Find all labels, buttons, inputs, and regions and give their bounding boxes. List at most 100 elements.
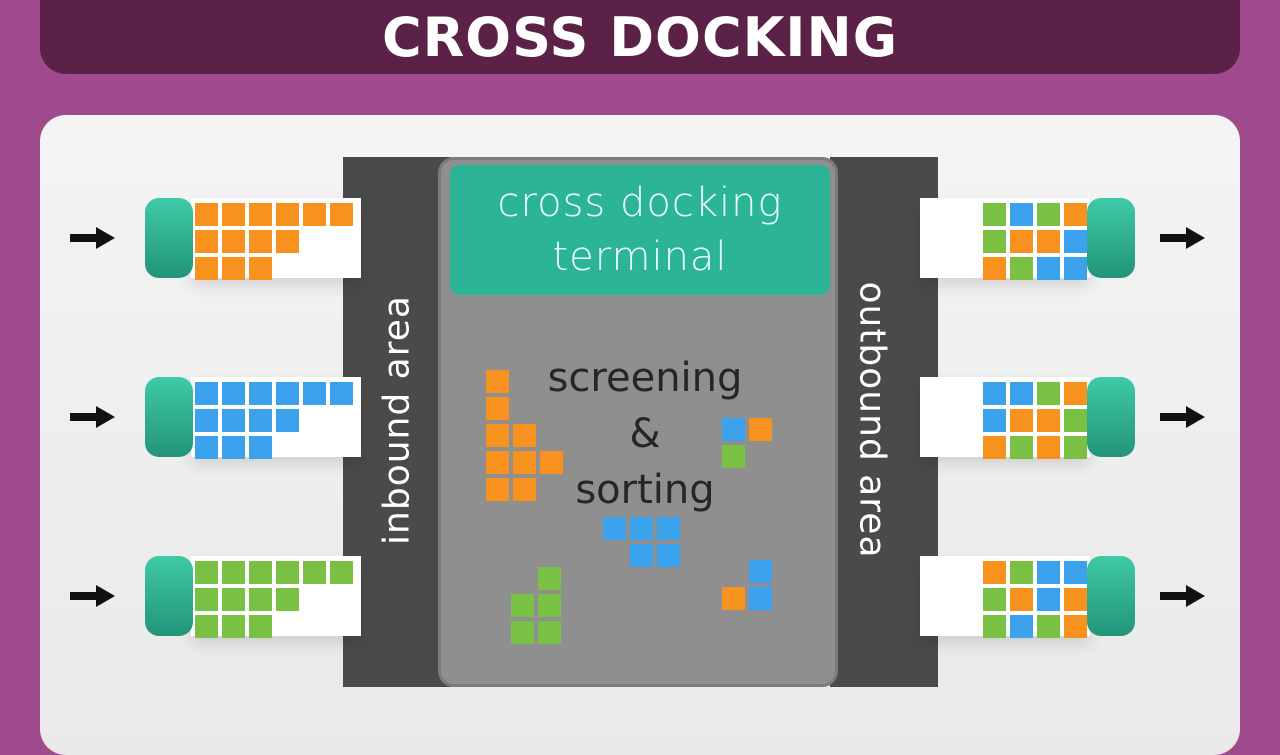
pallet-box <box>1064 409 1087 432</box>
pallet-box <box>1037 257 1060 280</box>
sorting-label-line1: screening <box>547 355 743 401</box>
pallet-box <box>222 615 245 638</box>
inbound-area-wall <box>343 157 451 687</box>
pallet-box <box>276 409 299 432</box>
truck-cab <box>145 198 193 278</box>
pallet-box <box>1064 615 1087 638</box>
pallet-box <box>330 203 353 226</box>
pallet-box <box>195 257 218 280</box>
sorting-pallet-box <box>603 517 626 540</box>
sorting-pallet-box <box>538 594 561 617</box>
pallet-box <box>983 203 1006 226</box>
pallet-box <box>222 588 245 611</box>
sorting-label-line3: sorting <box>575 467 715 513</box>
title-banner: CROSS DOCKING <box>40 0 1240 74</box>
inbound-arrow-icon <box>70 227 115 249</box>
sorting-pallet-box <box>749 587 772 610</box>
pallet-box <box>1010 436 1033 459</box>
pallet-box <box>983 409 1006 432</box>
sorting-pallet-box <box>749 560 772 583</box>
pallet-box <box>222 409 245 432</box>
pallet-box <box>1037 588 1060 611</box>
pallet-box <box>983 382 1006 405</box>
truck-cab <box>1087 556 1135 636</box>
truck-cab <box>145 377 193 457</box>
pallet-box <box>1010 588 1033 611</box>
pallet-box <box>1037 409 1060 432</box>
pallet-box <box>249 561 272 584</box>
pallet-box <box>1010 561 1033 584</box>
sorting-pallet-box <box>486 370 509 393</box>
pallet-box <box>195 382 218 405</box>
pallet-box <box>195 615 218 638</box>
pallet-box <box>276 203 299 226</box>
pallet-box <box>1037 203 1060 226</box>
pallet-box <box>276 561 299 584</box>
pallet-box <box>249 382 272 405</box>
pallet-box <box>195 436 218 459</box>
pallet-box <box>1064 588 1087 611</box>
pallet-box <box>303 203 326 226</box>
pallet-box <box>1064 203 1087 226</box>
pallet-box <box>1037 615 1060 638</box>
truck-cab <box>1087 198 1135 278</box>
pallet-box <box>249 615 272 638</box>
sorting-pallet-box <box>486 397 509 420</box>
sorting-pallet-box <box>486 478 509 501</box>
pallet-box <box>1064 436 1087 459</box>
pallet-box <box>222 203 245 226</box>
pallet-box <box>1010 230 1033 253</box>
sorting-pallet-box <box>630 544 653 567</box>
pallet-box <box>249 257 272 280</box>
sorting-pallet-box <box>722 587 745 610</box>
pallet-box <box>303 382 326 405</box>
pallet-box <box>1037 436 1060 459</box>
pallet-box <box>983 230 1006 253</box>
pallet-box <box>983 436 1006 459</box>
sorting-pallet-box <box>513 451 536 474</box>
pallet-box <box>222 230 245 253</box>
outbound-arrow-icon <box>1160 406 1205 428</box>
truck-cab <box>145 556 193 636</box>
sorting-pallet-box <box>749 418 772 441</box>
pallet-box <box>195 561 218 584</box>
outbound-area-label: outbound area <box>851 281 893 559</box>
sorting-pallet-box <box>657 544 680 567</box>
terminal-label-line2: terminal <box>552 234 728 280</box>
pallet-box <box>195 588 218 611</box>
page-title: CROSS DOCKING <box>381 5 899 69</box>
sorting-pallet-box <box>511 621 534 644</box>
inbound-area-label: inbound area <box>376 295 418 545</box>
pallet-box <box>983 615 1006 638</box>
pallet-box <box>1010 382 1033 405</box>
pallet-box <box>1010 615 1033 638</box>
pallet-box <box>249 436 272 459</box>
sorting-pallet-box <box>486 424 509 447</box>
pallet-box <box>195 409 218 432</box>
sorting-pallet-box <box>486 451 509 474</box>
outbound-arrow-icon <box>1160 585 1205 607</box>
pallet-box <box>330 382 353 405</box>
pallet-box <box>276 382 299 405</box>
sorting-pallet-box <box>538 567 561 590</box>
sorting-pallet-box <box>540 451 563 474</box>
pallet-box <box>330 561 353 584</box>
inbound-arrow-icon <box>70 585 115 607</box>
pallet-box <box>1064 257 1087 280</box>
inbound-arrow-icon <box>70 406 115 428</box>
pallet-box <box>303 561 326 584</box>
pallet-box <box>195 230 218 253</box>
pallet-box <box>1064 382 1087 405</box>
pallet-box <box>1064 561 1087 584</box>
pallet-box <box>1010 257 1033 280</box>
pallet-box <box>249 409 272 432</box>
pallet-box <box>1064 230 1087 253</box>
sorting-pallet-box <box>538 621 561 644</box>
sorting-pallet-box <box>513 424 536 447</box>
pallet-box <box>276 588 299 611</box>
sorting-pallet-box <box>511 594 534 617</box>
sorting-pallet-box <box>722 418 745 441</box>
pallet-box <box>1037 382 1060 405</box>
pallet-box <box>222 561 245 584</box>
pallet-box <box>1037 561 1060 584</box>
